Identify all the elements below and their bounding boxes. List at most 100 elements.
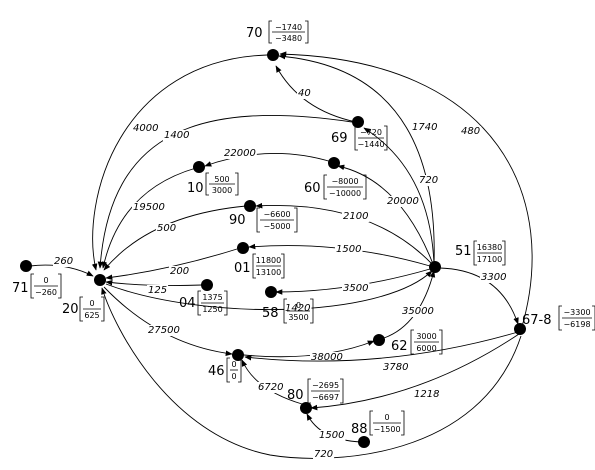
node-dot[interactable] xyxy=(514,323,526,335)
node-numerator: 0 xyxy=(43,276,48,285)
node-80[interactable]: 80 −2695 −6697 xyxy=(287,378,344,414)
node-numerator: 16380 xyxy=(477,243,502,252)
node-dot[interactable] xyxy=(94,274,106,286)
node-bracket xyxy=(79,296,105,322)
edge-90-20: 500 xyxy=(103,205,247,271)
edge-label: 500 xyxy=(157,223,176,234)
edge-69-20: 1400 xyxy=(97,115,353,269)
node-dot[interactable] xyxy=(328,157,340,169)
edge-label: 1420 xyxy=(285,303,310,314)
node-numerator: −2695 xyxy=(312,381,339,390)
node-dot[interactable] xyxy=(20,260,32,272)
node-dot[interactable] xyxy=(373,334,385,346)
node-label: 51 xyxy=(455,244,472,259)
node-bracket xyxy=(268,20,309,44)
edge-51-58: 3500 xyxy=(275,268,431,295)
node-dot[interactable] xyxy=(237,242,249,254)
edge-678-80: 1218 xyxy=(310,333,520,411)
node-67-8[interactable]: 67-8 −3300 −6198 xyxy=(514,305,595,335)
node-46[interactable]: 46 0 0 xyxy=(208,349,244,383)
node-denominator: 6000 xyxy=(416,344,436,353)
node-numerator: −720 xyxy=(360,128,382,137)
node-20[interactable]: 20 0 625 xyxy=(62,274,106,322)
node-bracket xyxy=(369,410,405,436)
node-dot[interactable] xyxy=(201,279,213,291)
edge-label: 6720 xyxy=(258,382,283,393)
node-71[interactable]: 71 0 −260 xyxy=(12,260,62,299)
edge-04-20: 125 xyxy=(105,279,203,296)
node-numerator: 11800 xyxy=(256,256,281,265)
edge-label: 3780 xyxy=(383,362,408,373)
node-numerator: −3300 xyxy=(563,308,590,317)
edge-71-20: 260 xyxy=(29,256,94,277)
node-denominator: −1500 xyxy=(373,425,400,434)
edge-label: 27500 xyxy=(148,325,180,336)
node-denominator: 3500 xyxy=(288,313,308,322)
node-numerator: 0 xyxy=(384,413,389,422)
node-bracket xyxy=(256,207,298,233)
node-dot[interactable] xyxy=(300,402,312,414)
node-numerator: 0 xyxy=(296,301,301,310)
node-denominator: −1440 xyxy=(357,140,384,149)
node-51[interactable]: 51 16380 17100 xyxy=(429,240,506,273)
node-62[interactable]: 62 3000 6000 xyxy=(373,329,443,355)
edge-51-01: 1500 xyxy=(248,243,431,267)
node-bracket xyxy=(205,172,239,196)
node-denominator: 13100 xyxy=(256,268,281,277)
edge-label: 125 xyxy=(148,285,167,296)
node-dot[interactable] xyxy=(429,261,441,273)
node-numerator: 3000 xyxy=(416,332,436,341)
node-numerator: 500 xyxy=(214,175,229,184)
node-dot[interactable] xyxy=(193,161,205,173)
edge-label: 720 xyxy=(314,449,333,460)
node-01[interactable]: 01 11800 13100 xyxy=(234,242,285,279)
edge-label: 40 xyxy=(298,88,311,99)
node-denominator: −6198 xyxy=(563,320,590,329)
node-label: 69 xyxy=(331,131,348,146)
edge-62-51: 35000 xyxy=(383,270,436,339)
node-10[interactable]: 10 500 3000 xyxy=(187,161,239,196)
node-label: 71 xyxy=(12,281,29,296)
edge-label: 35000 xyxy=(402,306,434,317)
node-bracket xyxy=(307,378,344,404)
node-label: 80 xyxy=(287,388,304,403)
node-90[interactable]: 90 −6600 −5000 xyxy=(229,200,298,233)
node-label: 46 xyxy=(208,364,225,379)
edge-60-10: 22000 xyxy=(204,148,333,167)
node-04[interactable]: 04 1375 1250 xyxy=(179,279,228,316)
node-label: 60 xyxy=(304,181,321,196)
node-bracket xyxy=(558,305,595,331)
edge-label: 1400 xyxy=(164,130,189,141)
edge-678-70: 480 xyxy=(279,51,533,331)
edge-51-678: 3300 xyxy=(439,267,519,325)
node-numerator: 1375 xyxy=(202,293,222,302)
edge-label: 22000 xyxy=(224,148,256,159)
node-numerator: −8000 xyxy=(331,177,358,186)
edge-label: 20000 xyxy=(387,196,419,207)
edge-label: 1500 xyxy=(336,244,361,255)
node-numerator: −6600 xyxy=(263,210,290,219)
node-70[interactable]: 70 −1740 −3480 xyxy=(246,20,309,61)
node-bracket xyxy=(354,125,388,151)
node-88[interactable]: 88 0 −1500 xyxy=(351,410,405,448)
node-dot[interactable] xyxy=(352,116,364,128)
node-bracket xyxy=(197,290,228,316)
edge-label: 2100 xyxy=(343,211,368,222)
node-label: 04 xyxy=(179,296,196,311)
node-bracket xyxy=(30,273,62,299)
node-label: 90 xyxy=(229,213,246,228)
node-dot[interactable] xyxy=(267,49,279,61)
node-69[interactable]: 69 −720 −1440 xyxy=(331,116,388,151)
node-label: 67-8 xyxy=(522,313,552,328)
node-dot[interactable] xyxy=(358,436,370,448)
node-60[interactable]: 60 −8000 −10000 xyxy=(304,157,367,200)
edge-label: 4000 xyxy=(133,123,158,134)
node-denominator: 625 xyxy=(84,311,99,320)
edge-label: 38000 xyxy=(311,352,343,363)
node-dot[interactable] xyxy=(265,286,277,298)
node-dot[interactable] xyxy=(244,200,256,212)
node-58[interactable]: 58 0 3500 xyxy=(262,286,314,324)
node-denominator: −10000 xyxy=(329,189,361,198)
edge-label: 720 xyxy=(419,175,438,186)
